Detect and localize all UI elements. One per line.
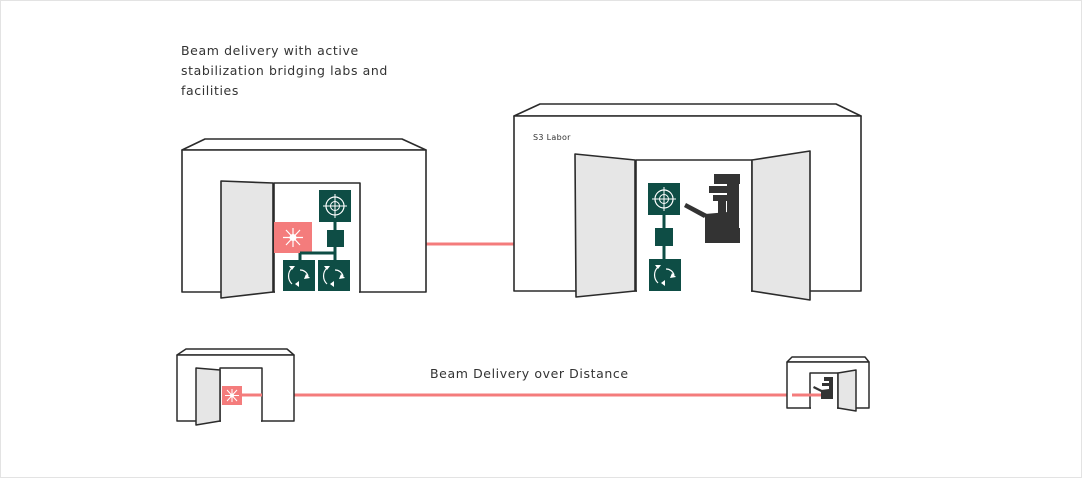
- left-building-roof: [181, 138, 427, 151]
- small-left-building-door: [195, 367, 221, 426]
- laser-source-icon: [274, 222, 312, 253]
- laser-source-icon: [222, 386, 242, 405]
- rotation-actuator-icon: [649, 259, 681, 291]
- controller-square-icon: [327, 230, 344, 247]
- left-modules: [274, 190, 351, 291]
- left-building-door: [220, 180, 274, 299]
- main-caption: Beam delivery with active stabilization …: [181, 43, 388, 98]
- right-modules: [648, 174, 740, 291]
- small-right-building-door: [837, 369, 857, 412]
- right-building-roof: [513, 103, 862, 117]
- distance-caption: Beam Delivery over Distance: [430, 366, 629, 381]
- right-building-door-right: [751, 150, 811, 301]
- microscope-icon: [684, 174, 740, 243]
- controller-square-icon: [655, 228, 673, 246]
- right-building-door-left: [574, 153, 636, 298]
- microscope-icon: [813, 377, 833, 399]
- rotation-actuator-icon: [283, 260, 315, 291]
- rotation-actuator-icon: [318, 260, 350, 291]
- crosshair-target-icon: [648, 183, 680, 215]
- crosshair-target-icon: [319, 190, 351, 222]
- right-building: [513, 103, 862, 301]
- room-label-s3-labor: S3 Labor: [533, 133, 571, 142]
